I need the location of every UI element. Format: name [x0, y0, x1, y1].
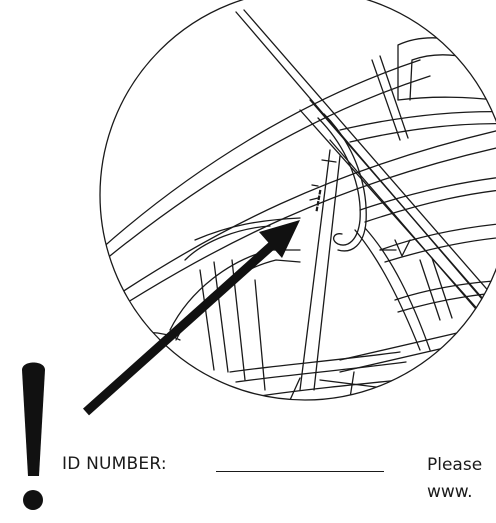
exclamation-icon — [22, 362, 45, 510]
svg-text:▬▬▬▬: ▬▬▬▬ — [313, 188, 324, 212]
id-number-label: ID NUMBER: — [62, 454, 167, 474]
note-line-1: Please — [427, 455, 483, 475]
note-line-2: www. — [427, 482, 473, 502]
magnified-detail: ▬▬▬▬ — [100, 9, 496, 400]
id-number-field[interactable] — [216, 471, 384, 472]
magnifier-circle — [99, 0, 496, 401]
arrow-icon — [82, 220, 300, 416]
